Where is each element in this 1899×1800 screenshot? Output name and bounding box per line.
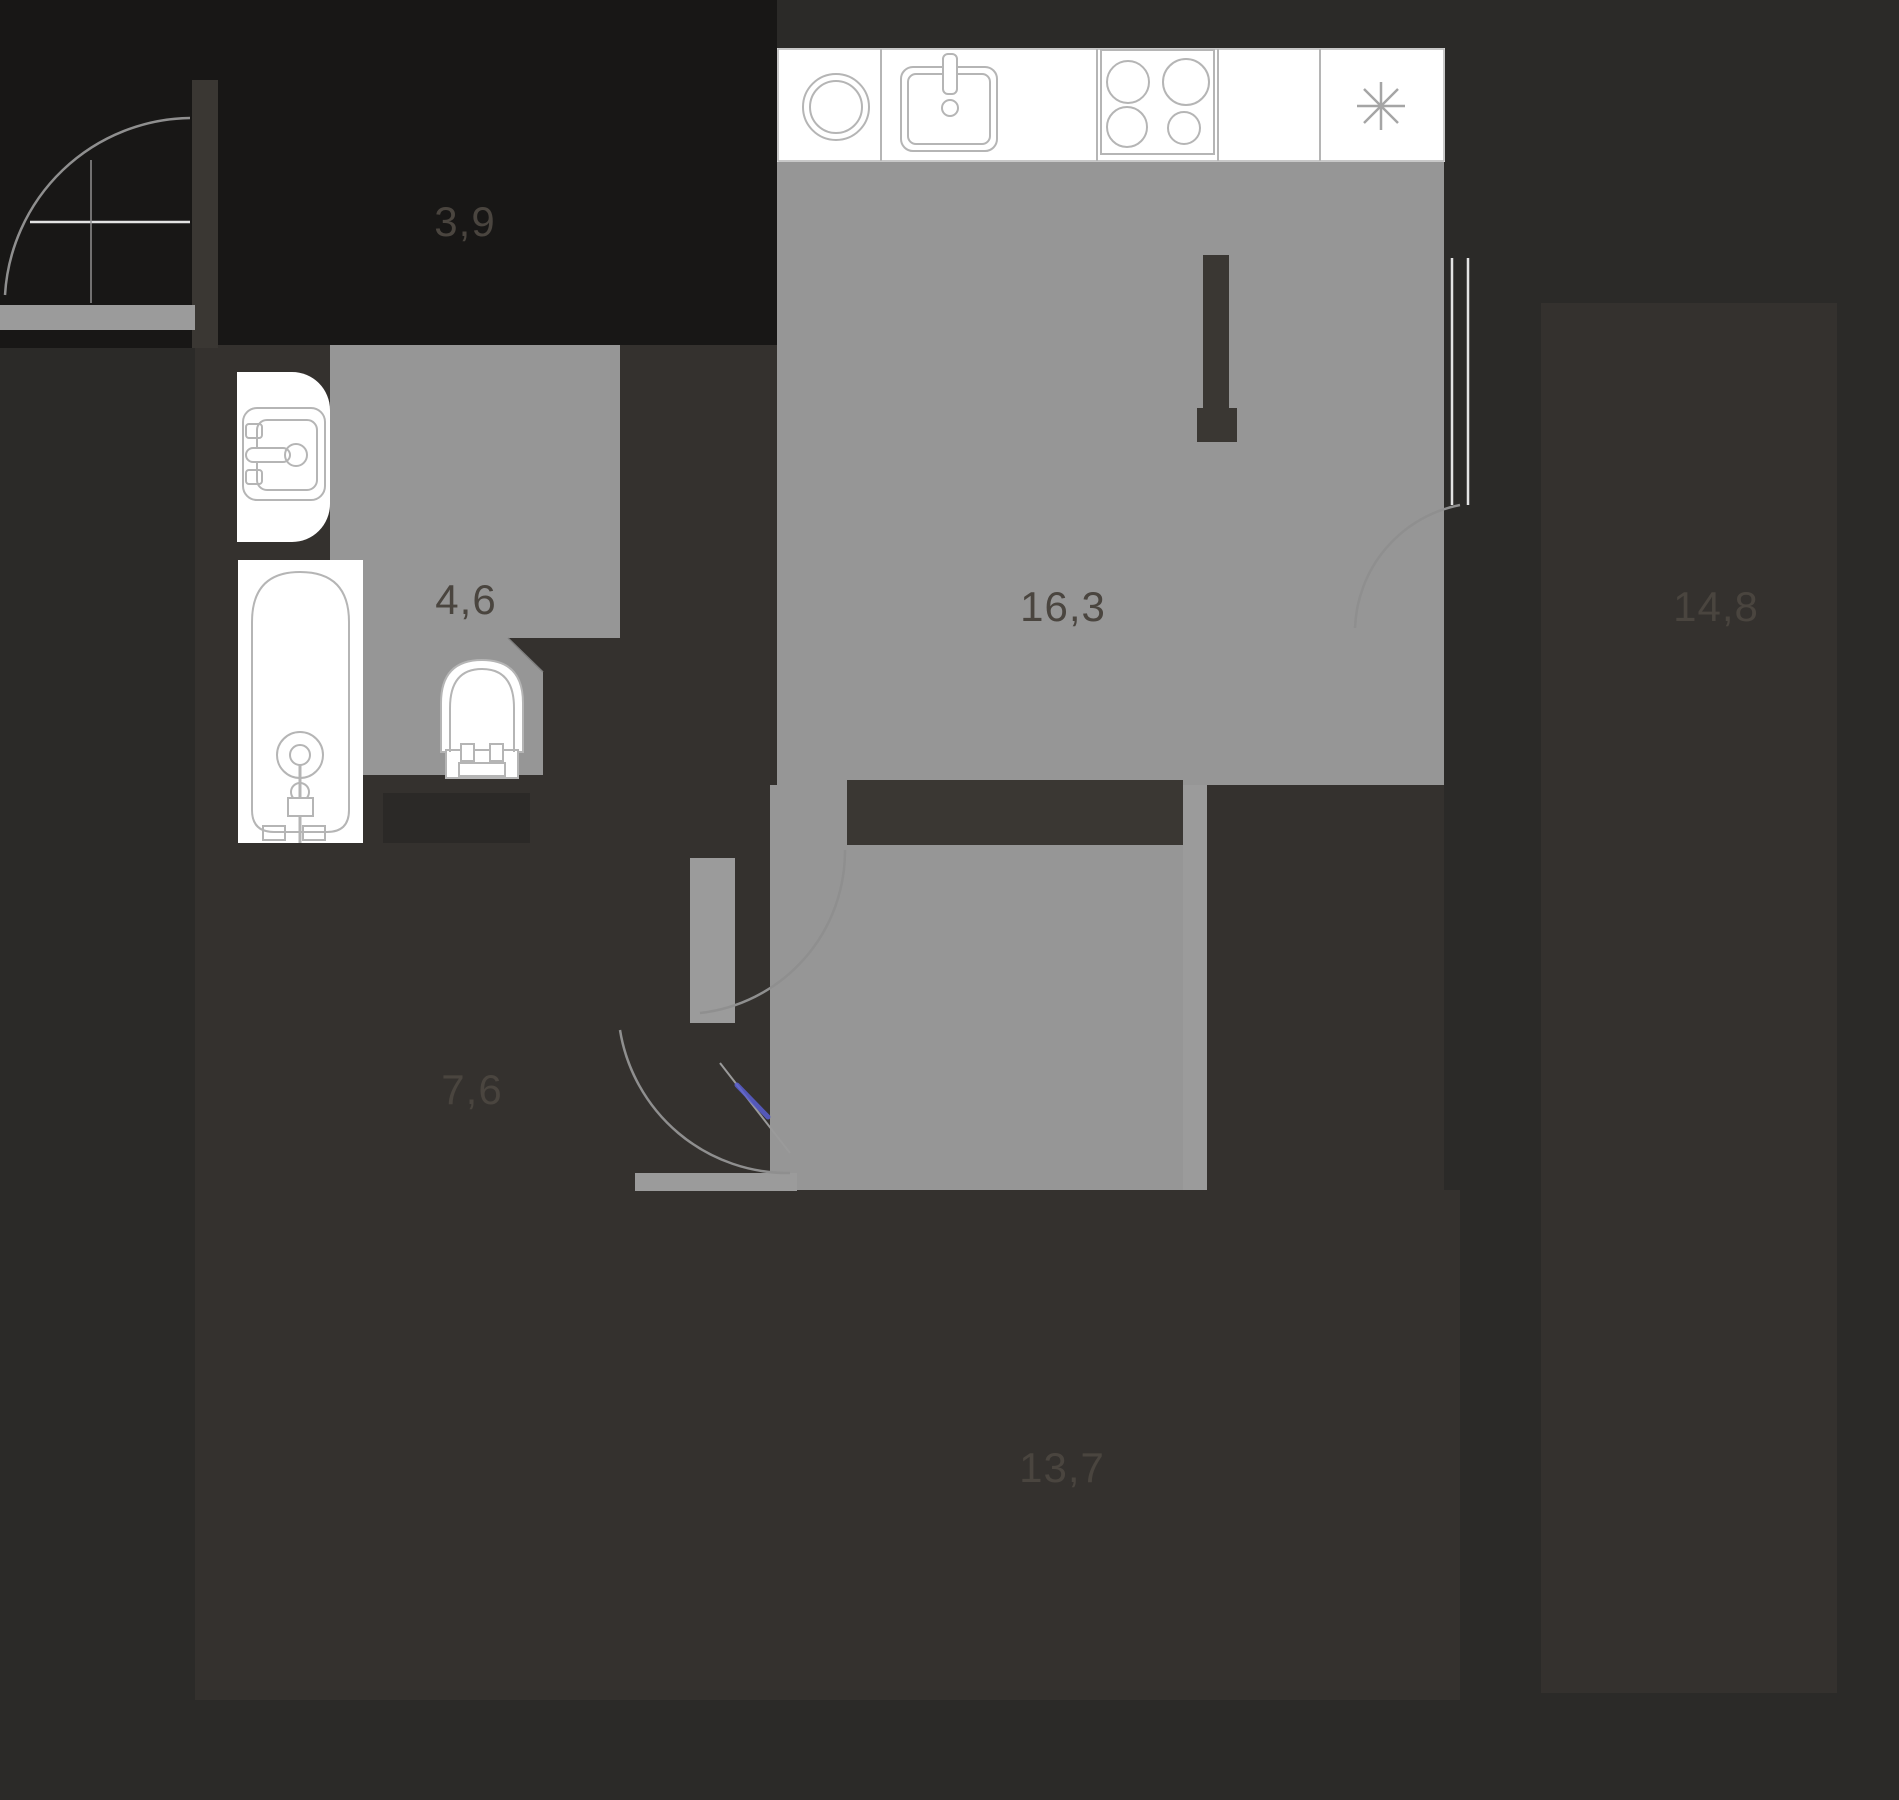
bathroom-sink-counter xyxy=(237,372,330,542)
entry-door-sill xyxy=(0,305,195,330)
area-label-room-bottom: 13,7 xyxy=(1019,1444,1105,1491)
area-label-kitchen-living: 16,3 xyxy=(1020,583,1106,630)
wall-below-bathroom xyxy=(383,793,530,843)
floor-room-right xyxy=(1541,303,1837,1693)
kitchen-living-floor xyxy=(777,160,1444,785)
vent-shaft-block xyxy=(1197,408,1237,442)
exterior-corner-zone xyxy=(0,0,777,348)
area-label-entry-hall: 3,9 xyxy=(434,198,496,245)
entry-wall-bar xyxy=(192,80,218,348)
bathtub-base xyxy=(238,560,363,843)
wall-bar-right xyxy=(1183,785,1207,1190)
area-label-bathroom: 4,6 xyxy=(435,576,497,623)
hall-wall-vertical xyxy=(690,858,735,1023)
area-label-hallway: 7,6 xyxy=(441,1066,503,1113)
bathroom-floor xyxy=(330,345,620,775)
wall-under-kitchen xyxy=(847,780,1183,845)
floor-room-bottom xyxy=(560,1190,1460,1700)
floor-lower-middle xyxy=(1207,785,1444,1190)
hall-wall-horizontal xyxy=(635,1173,797,1191)
area-label-room-right: 14,8 xyxy=(1673,583,1759,630)
hall-gray-floor xyxy=(770,785,1183,1190)
vent-shaft-wall xyxy=(1203,255,1229,410)
kitchen-counter xyxy=(777,48,1445,162)
